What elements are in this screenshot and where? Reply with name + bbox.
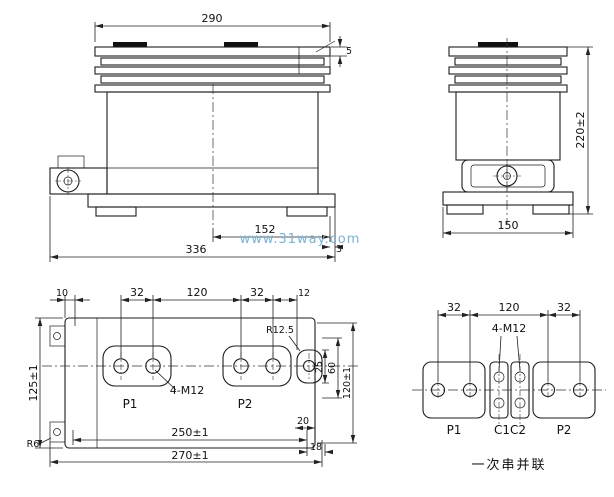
plan-dimension-lines [35,295,357,467]
terminal-caption: 一次串并联 [471,457,546,473]
front-dim-5: 5 [346,46,352,57]
plan-radius-r125: R12.5 [266,325,294,336]
front-terminal-bar-right [224,42,258,47]
side-dimension-lines [442,46,593,238]
side-view: 220±2 150 [442,38,593,238]
terminal-detail-view: 32 120 32 4-M12 P1 C1C2 P2 一次串并联 [412,301,606,473]
front-base-plate [87,193,336,208]
front-body [106,91,319,195]
terminal-label-p1: P1 [447,423,462,437]
plan-dim-32-right: 32 [250,286,264,299]
plan-dim-120: 120 [187,286,208,299]
plan-thread-label: 4-M12 [170,384,204,397]
plan-label-p1: P1 [123,397,138,411]
front-dim-290: 290 [202,12,223,25]
front-view: 290 5 152 3 336 [49,12,352,262]
plan-dim-18: 18 [310,442,322,453]
plan-dim-125: 125±1 [27,364,40,401]
plan-dim-270: 270±1 [171,449,208,462]
plan-dim-20: 20 [297,416,309,427]
terminal-label-c1c2: C1C2 [494,423,526,437]
plan-view: 10 32 120 32 12 125±1 R12.5 25 60 120±1 … [27,286,358,467]
plan-label-p2: P2 [238,397,253,411]
side-dim-220: 220±2 [574,111,587,148]
front-dim-152: 152 [255,223,276,236]
front-fin-stack [94,40,336,93]
side-foot-right [532,204,570,215]
front-dimension-lines [49,22,347,262]
terminal-label-p2: P2 [557,423,572,437]
front-terminal-bar-left [113,42,147,47]
front-section-hatch [298,46,331,75]
terminal-dim-32-right: 32 [557,301,571,314]
plan-dim-32-left: 32 [130,286,144,299]
plan-dim-10: 10 [56,288,68,299]
side-body [455,91,561,161]
side-dim-150: 150 [498,219,519,232]
side-terminal-block [461,159,555,193]
terminal-dimension-lines [437,310,581,381]
plan-left-tabs [49,325,66,443]
side-base-plate [442,191,574,206]
plan-dim-60: 60 [327,362,338,374]
terminal-dim-32-left: 32 [447,301,461,314]
front-terminal-bracket [49,155,108,195]
plan-dim-250: 250±1 [171,426,208,439]
plan-dim-12: 12 [298,288,310,299]
plan-right-slot [296,349,323,384]
plan-dim-120pm: 120±1 [342,367,353,399]
terminal-dim-120: 120 [499,301,520,314]
side-fin-stack [448,42,568,93]
front-dim-3: 3 [336,244,342,255]
plan-radius-r6: R6 [27,439,40,450]
front-foot-left [95,206,137,217]
side-foot-left [446,204,484,215]
side-terminal-bar [478,42,518,47]
watermark-text: www.31way.com [240,232,361,247]
front-dim-336: 336 [186,243,207,256]
front-foot-right [286,206,328,217]
plan-dim-25: 25 [314,361,325,373]
terminal-thread-label: 4-M12 [492,322,526,335]
